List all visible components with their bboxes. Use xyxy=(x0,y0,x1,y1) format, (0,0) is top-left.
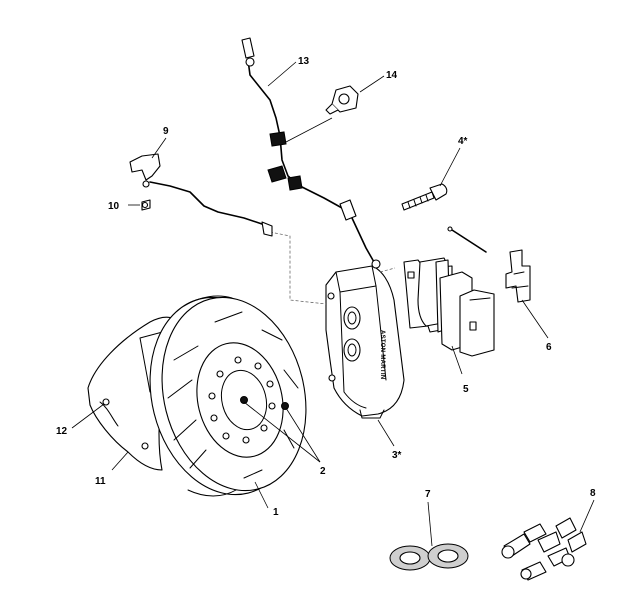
callout-5: 5 xyxy=(463,384,469,395)
retaining-pin xyxy=(447,226,487,253)
piston-seals xyxy=(389,543,469,571)
callout-8: 8 xyxy=(590,488,596,499)
pad-wear-sensor xyxy=(129,153,273,237)
callout-4: 4* xyxy=(458,136,468,147)
callout-6: 6 xyxy=(546,342,552,353)
anti-rattle-spring xyxy=(505,249,531,303)
caliper-logo-text: ASTON MARTIN xyxy=(379,330,385,380)
leader-lines xyxy=(71,61,595,547)
callout-11: 11 xyxy=(95,476,106,487)
callout-9: 9 xyxy=(163,126,169,137)
brake-caliper: ASTON MARTIN xyxy=(325,265,405,419)
callout-14: 14 xyxy=(386,70,398,81)
bleed-screw-kit xyxy=(501,517,587,581)
callout-3: 3* xyxy=(392,450,402,461)
callout-10: 10 xyxy=(108,201,120,212)
disc-screws xyxy=(240,396,289,410)
callout-1: 1 xyxy=(273,507,279,518)
callout-2: 2 xyxy=(320,466,326,477)
callout-7: 7 xyxy=(425,489,431,500)
brake-pads xyxy=(403,257,495,357)
alignment-dashed-lines xyxy=(269,231,396,305)
callout-12: 12 xyxy=(56,426,68,437)
callout-labels: 1 2 3* 4* 5 6 7 8 9 10 11 12 13 14 xyxy=(56,56,596,518)
brake-disc xyxy=(149,295,307,497)
hose-clip xyxy=(325,85,359,115)
caliper-bolt xyxy=(401,183,448,211)
sensor-bolt xyxy=(141,199,151,211)
callout-13: 13 xyxy=(298,56,310,67)
brake-hose xyxy=(241,37,381,269)
